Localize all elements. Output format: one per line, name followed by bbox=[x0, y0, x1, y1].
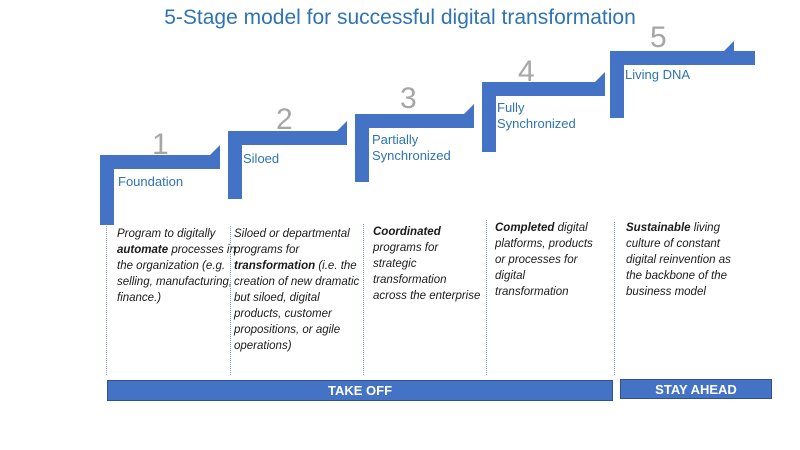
stage-separator-line bbox=[486, 220, 487, 375]
stage-number: 3 bbox=[400, 82, 417, 115]
stage-description-text: Siloed or departmental programs for bbox=[234, 228, 350, 256]
stage-arrow-tip bbox=[450, 104, 474, 128]
stage-description-keyword: automate bbox=[117, 244, 169, 256]
stage-number: 2 bbox=[276, 103, 293, 136]
stage-step-horizontal bbox=[482, 82, 600, 96]
diagram-title: 5-Stage model for successful digital tra… bbox=[164, 6, 636, 29]
stage-description-keyword: Coordinated bbox=[373, 226, 441, 238]
stage-number: 4 bbox=[518, 55, 535, 88]
stage-step-vertical bbox=[228, 131, 242, 199]
stage-separator-line bbox=[230, 226, 231, 375]
stay-ahead-bar: STAY AHEAD bbox=[620, 379, 772, 399]
stage-number: 5 bbox=[650, 21, 667, 54]
stage-arrow-tip bbox=[196, 145, 220, 169]
stage-name-line: Partially bbox=[372, 132, 419, 147]
stage-step-horizontal bbox=[355, 114, 472, 128]
stage-description-keyword: Sustainable bbox=[626, 222, 691, 234]
stage-name-line: Foundation bbox=[118, 174, 184, 189]
stage-step-vertical bbox=[355, 114, 369, 182]
stage-step-vertical bbox=[610, 51, 624, 118]
stage-arrow-tip bbox=[581, 72, 605, 96]
stage-separator-line bbox=[106, 226, 107, 375]
stage-description: Coordinated programs for strategic trans… bbox=[373, 224, 481, 304]
stage-step-vertical bbox=[482, 82, 496, 152]
stage-arrow-tip bbox=[710, 41, 734, 65]
stage-name-line: Living DNA bbox=[625, 67, 691, 82]
stage-step-horizontal bbox=[100, 155, 217, 169]
stage-description-keyword: Completed bbox=[495, 222, 555, 234]
stage-description: Siloed or departmental programs for tran… bbox=[234, 226, 366, 354]
stage-separator-line bbox=[614, 222, 615, 375]
stage-description-keyword: transformation bbox=[234, 260, 316, 272]
stage-separator-line bbox=[363, 224, 364, 375]
stage-name-line: Fully bbox=[497, 100, 525, 115]
stage-description-text: digital platforms, products or processes… bbox=[495, 222, 593, 298]
stage-description: Completed digital platforms, products or… bbox=[495, 220, 595, 300]
stage-name-line: Synchronized bbox=[497, 116, 576, 131]
stage-arrow-tip bbox=[323, 121, 347, 145]
stage-name: Siloed bbox=[243, 151, 279, 167]
stage-step-vertical bbox=[100, 155, 114, 225]
stage-description-text: programs for strategic transformation ac… bbox=[373, 242, 481, 302]
stage-name: Foundation bbox=[118, 174, 183, 190]
stage-name: Living DNA bbox=[625, 67, 690, 83]
stage-name-line: Synchronized bbox=[372, 148, 451, 163]
stage-number: 1 bbox=[152, 128, 169, 161]
stage-name-line: Siloed bbox=[243, 151, 280, 166]
stage-description-text: living culture of constant digital reinv… bbox=[626, 222, 731, 298]
stage-description-text: processes in the organization (e.g. sell… bbox=[117, 244, 236, 304]
stage-description-text: Program to digitally bbox=[117, 228, 216, 240]
stage-description-text: (i.e. the creation of new dramatic but s… bbox=[234, 260, 360, 352]
take-off-bar: TAKE OFF bbox=[107, 380, 613, 401]
stage-description: Program to digitally automate processes … bbox=[117, 226, 237, 306]
stage-description: Sustainable living culture of constant d… bbox=[626, 220, 741, 300]
stage-step-horizontal bbox=[228, 131, 345, 145]
